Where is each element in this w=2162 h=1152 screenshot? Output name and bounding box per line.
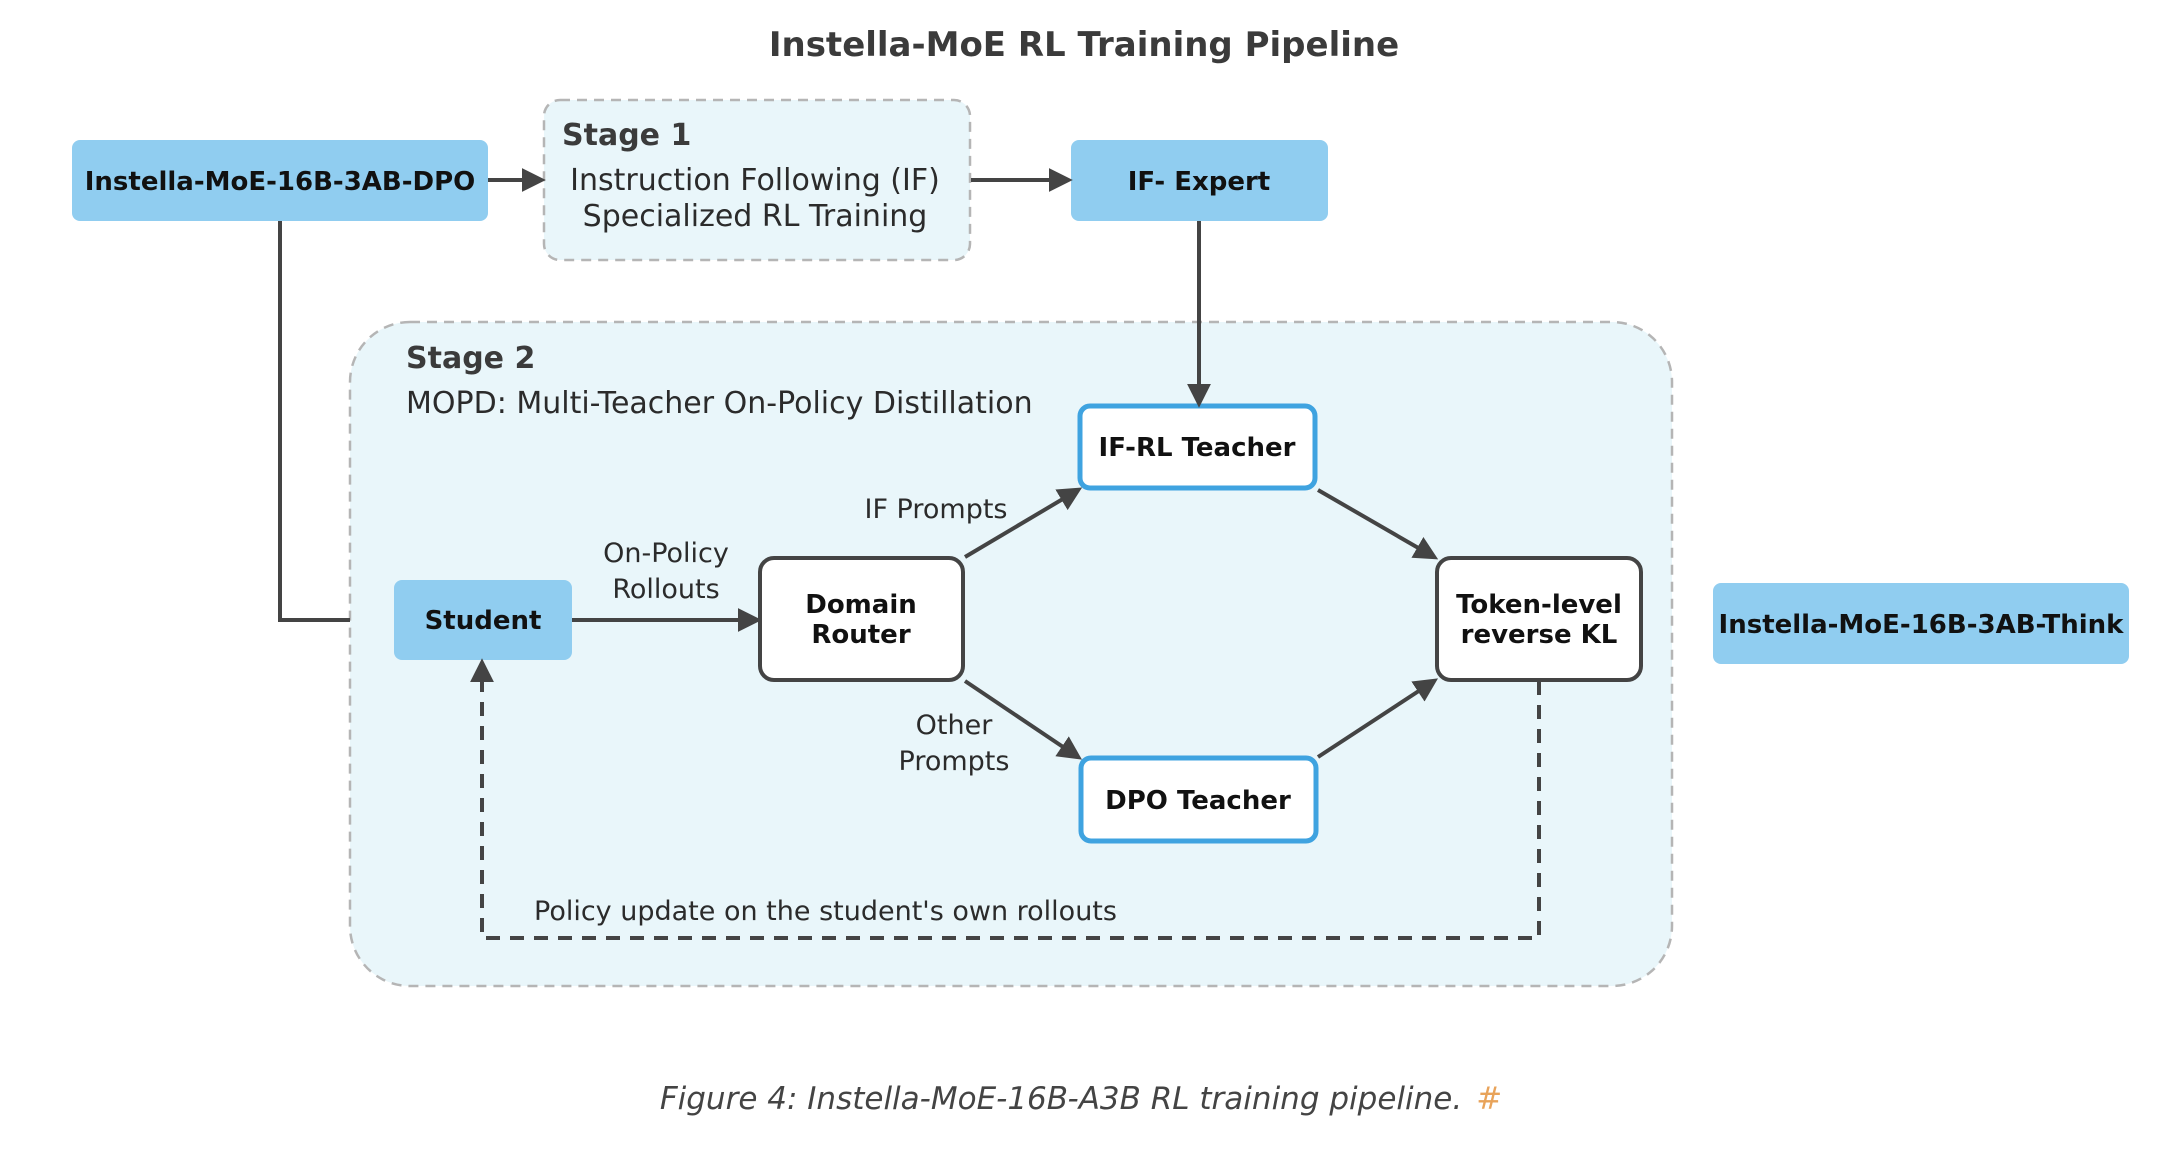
figure-caption: Figure 4: Instella-MoE-16B-A3B RL traini…: [660, 1081, 1502, 1117]
arrow-router-to-if-rl-teacher: [963, 487, 1083, 559]
think-model-node: [1713, 583, 2129, 664]
dpo-model-node: [72, 140, 488, 221]
if-prompts-label: IF Prompts: [864, 494, 1007, 525]
if-expert-node: [1071, 140, 1328, 221]
other-prompts-label-1: Other: [916, 710, 994, 741]
feedback-kl-to-student: [470, 658, 1541, 940]
dpo-teacher-label: DPO Teacher: [1105, 786, 1291, 816]
stage1-title: Stage 1: [562, 118, 691, 153]
student-label: Student: [425, 606, 542, 636]
policy-update-label: Policy update on the student's own rollo…: [534, 896, 1117, 927]
caption-text: Figure 4: Instella-MoE-16B-A3B RL traini…: [660, 1081, 1462, 1117]
diagram-title: Instella-MoE RL Training Pipeline: [769, 25, 1399, 65]
arrow-router-to-dpo-teacher: [963, 679, 1082, 760]
kl-node: [1435, 556, 1643, 682]
caption-anchor-link[interactable]: #: [1476, 1081, 1502, 1117]
student-node: [394, 580, 572, 660]
stage1-line-1: Instruction Following (IF): [570, 163, 940, 198]
kl-label-1: Token-level: [1456, 590, 1622, 620]
arrow-if-rl-teacher-to-kl: [1316, 488, 1439, 560]
domain-router-label-2: Router: [811, 620, 910, 650]
dpo-teacher-node: [1078, 755, 1319, 844]
if-rl-teacher-label: IF-RL Teacher: [1099, 433, 1296, 463]
domain-router-label-1: Domain: [805, 590, 917, 620]
kl-label-2: reverse KL: [1461, 620, 1618, 650]
on-policy-label-2: Rollouts: [612, 574, 719, 605]
on-policy-label-1: On-Policy: [603, 538, 729, 569]
arrow-dpo-teacher-to-kl: [1316, 678, 1439, 759]
dpo-model-label: Instella-MoE-16B-3AB-DPO: [85, 167, 476, 197]
stage1-line-2: Specialized RL Training: [583, 199, 928, 234]
think-model-label: Instella-MoE-16B-3AB-Think: [1719, 610, 2125, 640]
stage2-container: [348, 320, 1674, 988]
other-prompts-label-2: Prompts: [899, 746, 1010, 777]
connector-dpo-to-student: [278, 221, 350, 622]
stage2-subtitle: MOPD: Multi-Teacher On-Policy Distillati…: [406, 386, 1033, 421]
stage2-title: Stage 2: [406, 341, 535, 376]
if-expert-label: IF- Expert: [1128, 167, 1271, 197]
